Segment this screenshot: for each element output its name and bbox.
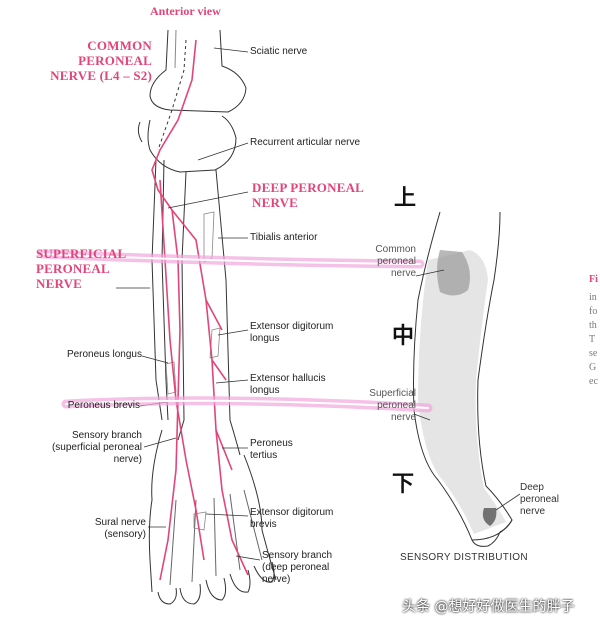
- recurrent-articular-nerve-label: Recurrent articular nerve: [250, 137, 361, 148]
- side-text-line: se: [589, 348, 598, 359]
- extensor-hallucis-longus-label: Extensor hallucis longus: [250, 373, 326, 396]
- sensory-branch-superficial-label: Sensory branch (superficial peroneal ner…: [51, 430, 142, 465]
- tibia-fibula: [151, 159, 241, 456]
- side-text-line: in: [589, 292, 597, 303]
- sensory-leader-lines: [413, 269, 521, 511]
- extensor-digitorum-brevis-label: Extensor digitorum brevis: [250, 507, 334, 530]
- side-text-line: Fi: [589, 274, 598, 285]
- tibialis-anterior-label: Tibialis anterior: [250, 232, 318, 243]
- common-peroneal-heading: COMMON PERONEAL NERVE (L4 – S2): [50, 38, 152, 83]
- sensory-distribution-caption: SENSORY DISTRIBUTION: [400, 552, 528, 563]
- common-peroneal-area-label: Common peroneal nerve: [375, 244, 416, 279]
- foot-bones: [148, 429, 277, 605]
- side-text-line: ec: [589, 376, 598, 387]
- peroneus-longus-label: Peroneus longus: [66, 349, 142, 360]
- sciatic-dashed-path: [157, 39, 187, 151]
- side-text-line: fo: [589, 306, 598, 317]
- side-text-line: th: [589, 320, 597, 331]
- zone-marker-lower: 下: [392, 472, 415, 497]
- sensory-deep-patch: [482, 508, 497, 526]
- side-text-line: T: [589, 334, 596, 345]
- sciatic-nerve-label: Sciatic nerve: [250, 46, 308, 57]
- highlight-band-upper-core: [41, 253, 421, 265]
- peroneus-tertius-label: Peroneus tertius: [250, 438, 293, 461]
- peroneus-brevis-label: Peroneus brevis: [67, 400, 140, 411]
- knee-joint: [137, 115, 237, 173]
- sensory-branch-deep-label: Sensory branch (deep peroneal nerve): [262, 550, 333, 585]
- extensor-digitorum-longus-label: Extensor digitorum longus: [250, 321, 334, 344]
- sensory-shading: [418, 250, 506, 534]
- side-text-line: G: [589, 362, 597, 373]
- sural-nerve-label: Sural nerve (sensory): [94, 517, 146, 540]
- zone-marker-upper: 上: [394, 186, 417, 211]
- view-title: Anterior view: [150, 4, 221, 18]
- deep-peroneal-area-label: Deep peroneal nerve: [520, 482, 559, 517]
- superficial-peroneal-heading: SUPERFICIAL PERONEAL NERVE: [36, 246, 127, 291]
- zone-marker-middle: 中: [392, 324, 415, 349]
- deep-peroneal-heading: DEEP PERONEAL NERVE: [252, 180, 365, 210]
- sensory-leg-outline: [413, 211, 513, 547]
- watermark-text: 头条 @想好好做医生的胖子: [402, 599, 575, 615]
- leader-lines: [116, 47, 261, 561]
- peroneal-nerves: [151, 39, 249, 581]
- sensory-common-patch: [437, 250, 470, 296]
- superficial-peroneal-area-label: Superficial peroneal nerve: [369, 388, 416, 423]
- femur-bone: [149, 29, 247, 113]
- highlight-band-lower-core: [65, 399, 429, 409]
